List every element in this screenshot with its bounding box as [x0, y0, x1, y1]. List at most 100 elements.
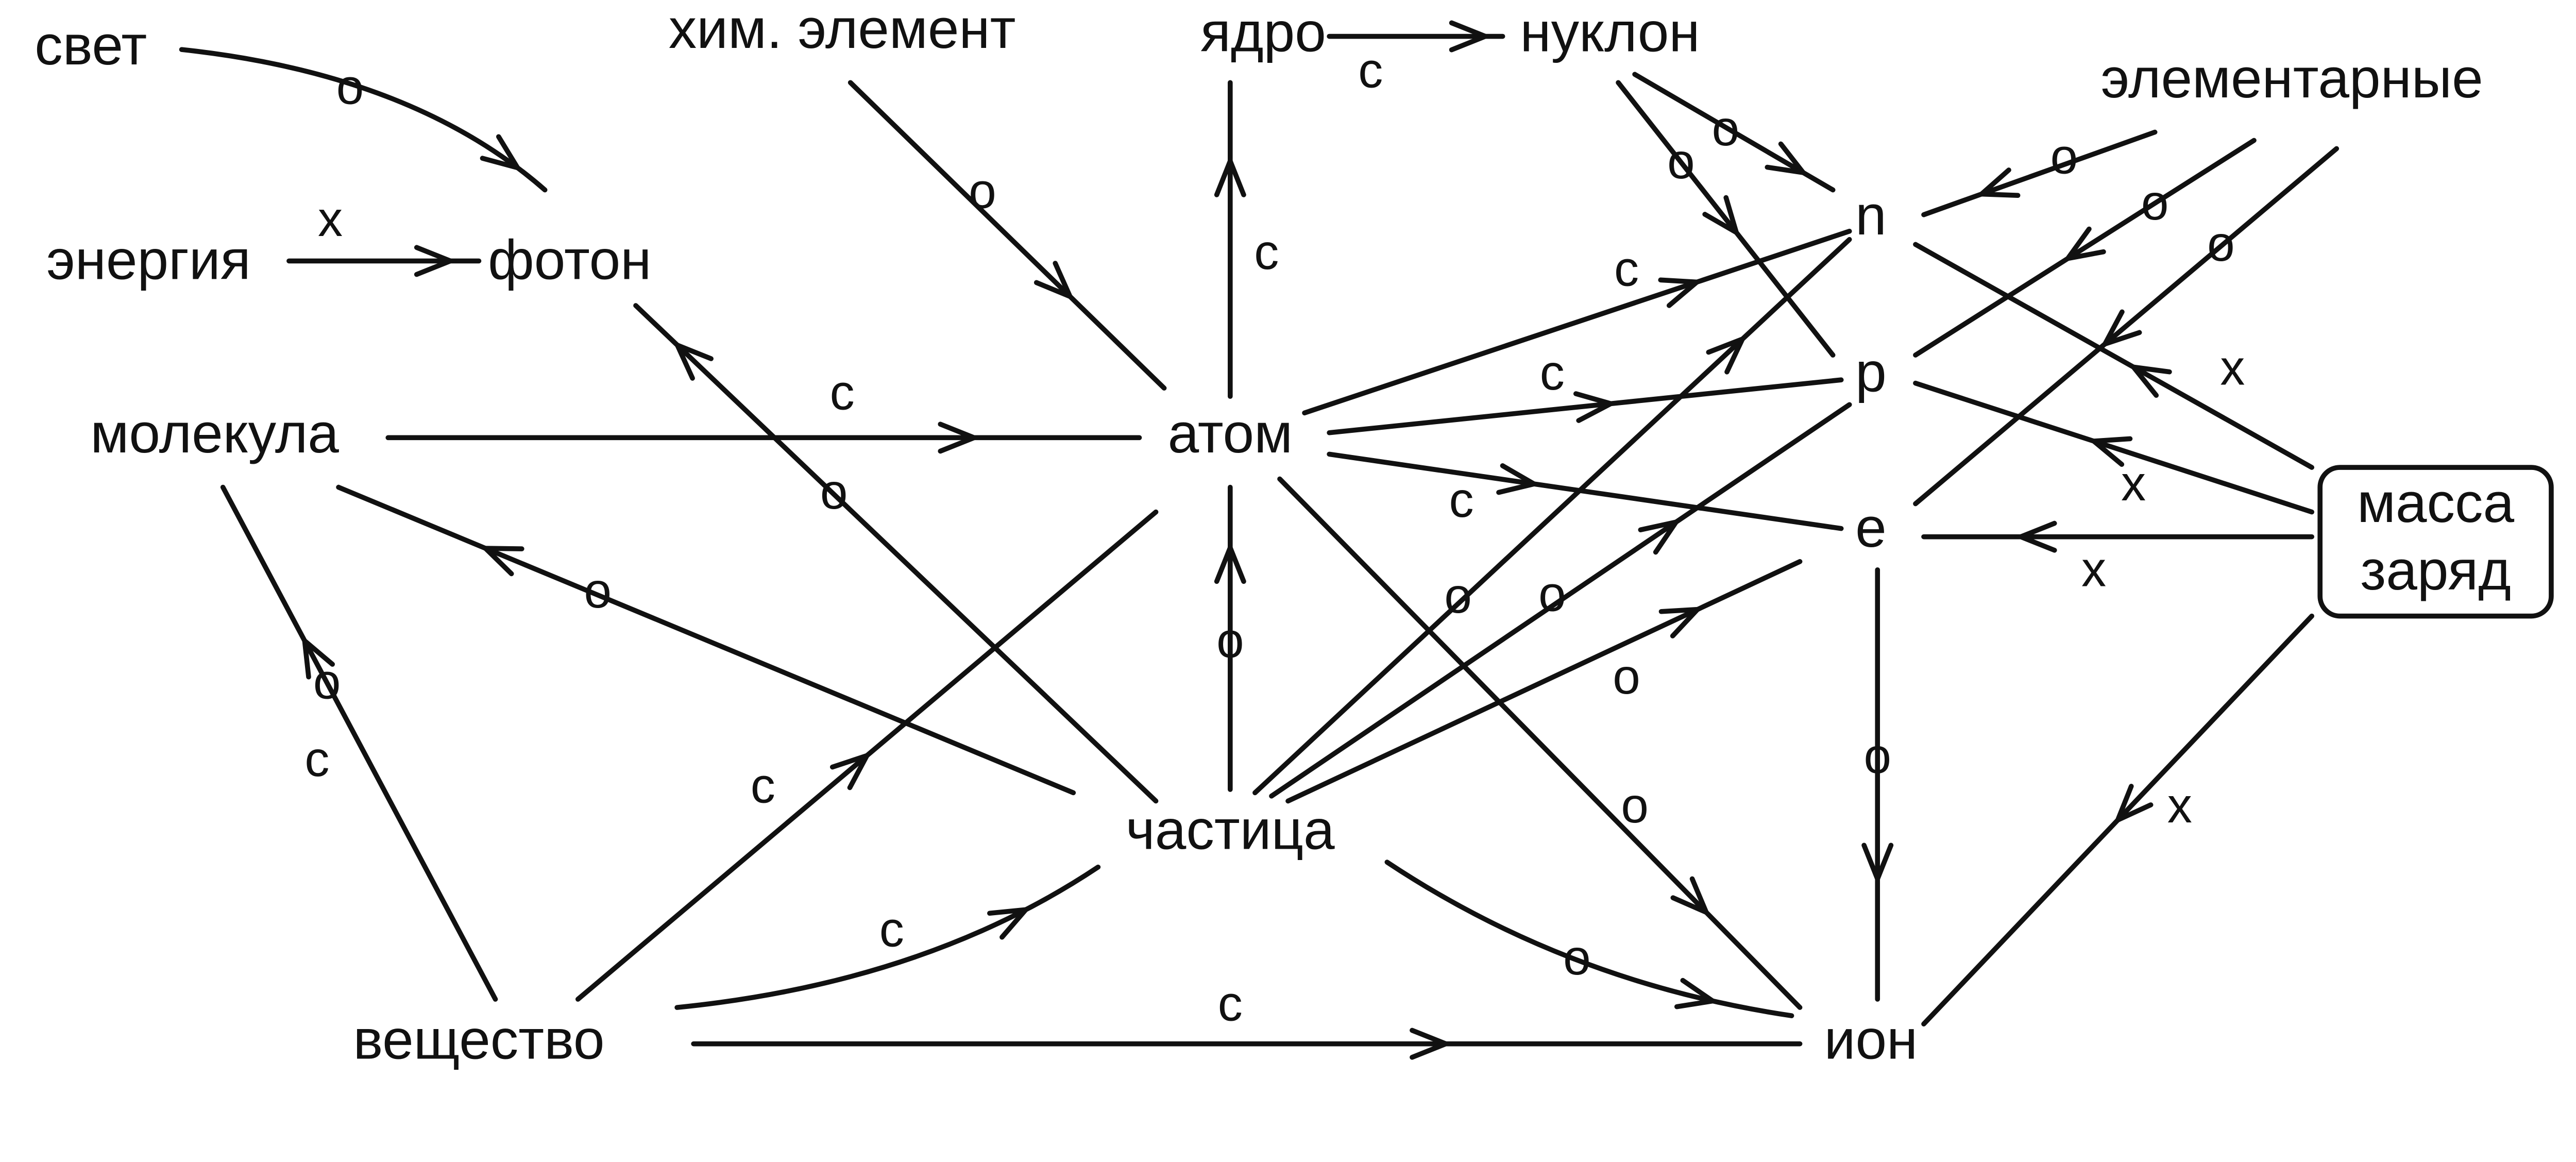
edge-label: о — [313, 654, 341, 710]
edge: о — [336, 484, 1076, 796]
edge: с — [691, 976, 1803, 1060]
arrowhead-icon — [2087, 436, 2133, 467]
arrowhead-icon — [2014, 520, 2057, 553]
edge: х — [1921, 520, 2314, 597]
edge: х — [1913, 380, 2314, 515]
node-nuklon: нуклон — [1520, 1, 1700, 63]
edge-label: х — [2081, 542, 2106, 597]
edge-line — [1252, 237, 1852, 796]
edge: о — [1285, 559, 1803, 804]
arrowhead-icon — [301, 635, 335, 680]
arrowhead-icon — [1573, 391, 1618, 423]
edge-line — [633, 303, 1159, 804]
edge: о — [1214, 484, 1246, 792]
edge-line — [1269, 402, 1852, 799]
edge-label: о — [2050, 129, 2078, 184]
edge: с — [385, 365, 1142, 454]
edge: о — [1913, 138, 2257, 358]
edge-label: с — [1358, 43, 1383, 98]
node-molekula: молекула — [90, 402, 339, 465]
node-him-element: хим. элемент — [669, 0, 1016, 60]
edge: о — [1269, 402, 1852, 799]
edge-line — [336, 484, 1076, 796]
edge-label: х — [2121, 456, 2146, 511]
edge-label: с — [751, 758, 775, 813]
edge-label: о — [1538, 567, 1566, 622]
edge: с — [1327, 345, 1844, 435]
edge-label: о — [1667, 134, 1694, 189]
edge-line — [1327, 377, 1844, 435]
node-energiya: энергия — [46, 229, 251, 292]
edge: х — [286, 192, 482, 277]
arrowhead-icon — [1674, 978, 1720, 1009]
arrowhead-icon — [672, 340, 714, 381]
edge-label: о — [1216, 613, 1244, 668]
node-svet: свет — [35, 14, 147, 77]
edge-line — [1913, 146, 2340, 507]
edge: о — [1921, 129, 2158, 217]
edge: х — [1913, 242, 2314, 470]
arrowhead-icon — [1765, 141, 1809, 176]
edge: с — [1327, 451, 1844, 531]
edge-label: о — [1563, 930, 1590, 985]
edge-label: о — [336, 60, 364, 115]
arrowhead-icon — [2113, 784, 2154, 825]
arrowhead-icon — [1658, 277, 1703, 308]
edge: о — [1913, 146, 2340, 507]
arrowhead-icon — [1975, 167, 2021, 198]
edge-line — [848, 80, 1167, 391]
edge: о — [1384, 860, 1794, 1018]
edge: с — [674, 864, 1101, 1010]
arrowhead-icon — [1861, 843, 1894, 886]
node-zaryad: заряд — [2360, 539, 2511, 602]
arrowhead-icon — [987, 906, 1032, 940]
edge-label: х — [2220, 341, 2245, 396]
edge-label: о — [969, 164, 996, 219]
edge-label: о — [1621, 778, 1648, 833]
edge: о — [1252, 237, 1852, 796]
edge: х — [1921, 613, 2314, 1026]
arrowhead-icon — [479, 546, 524, 577]
arrowhead-icon — [1033, 261, 1075, 301]
node-e: e — [1855, 496, 1887, 559]
node-chastica: частица — [1126, 798, 1335, 861]
node-ion: ион — [1824, 1008, 1918, 1071]
node-foton: фотон — [488, 229, 651, 292]
edge-line — [1921, 129, 2158, 217]
edge-label: с — [1218, 976, 1243, 1032]
edge-label: х — [2167, 778, 2192, 833]
edge-line — [1302, 228, 1852, 416]
node-yadro: ядро — [1200, 1, 1326, 63]
node-p: p — [1855, 341, 1887, 404]
edge: ос — [220, 484, 498, 1002]
edge-line — [179, 47, 548, 193]
edge-label: о — [2141, 175, 2168, 230]
arrowhead-icon — [1658, 607, 1704, 638]
edge-label: о — [820, 464, 848, 519]
arrowhead-icon — [2062, 226, 2106, 262]
edge-line — [1913, 380, 2314, 515]
arrowhead-icon — [1214, 541, 1246, 584]
edge-label: о — [1444, 568, 1471, 624]
arrowhead-icon — [938, 422, 981, 454]
edge-label: с — [304, 732, 329, 787]
edge: о — [1616, 80, 1836, 358]
edge-label: с — [879, 902, 904, 957]
arrowhead-icon — [2127, 363, 2172, 398]
edge-line — [1913, 138, 2257, 358]
arrowhead-icon — [1496, 463, 1541, 495]
edge-label: х — [318, 192, 343, 247]
edge: о — [633, 303, 1159, 804]
edge-label: о — [2207, 216, 2234, 272]
arrowhead-icon — [2099, 309, 2142, 348]
edge-line — [1616, 80, 1836, 358]
edge: с — [1327, 20, 1505, 98]
arrowhead-icon — [1410, 1028, 1453, 1060]
edge: с — [1214, 80, 1279, 399]
nodes-layer: свет хим. элемент ядро нуклон элементарн… — [35, 0, 2554, 1071]
edge-line — [220, 484, 498, 1002]
arrowhead-icon — [414, 245, 457, 277]
arrowhead-icon — [1702, 195, 1741, 238]
